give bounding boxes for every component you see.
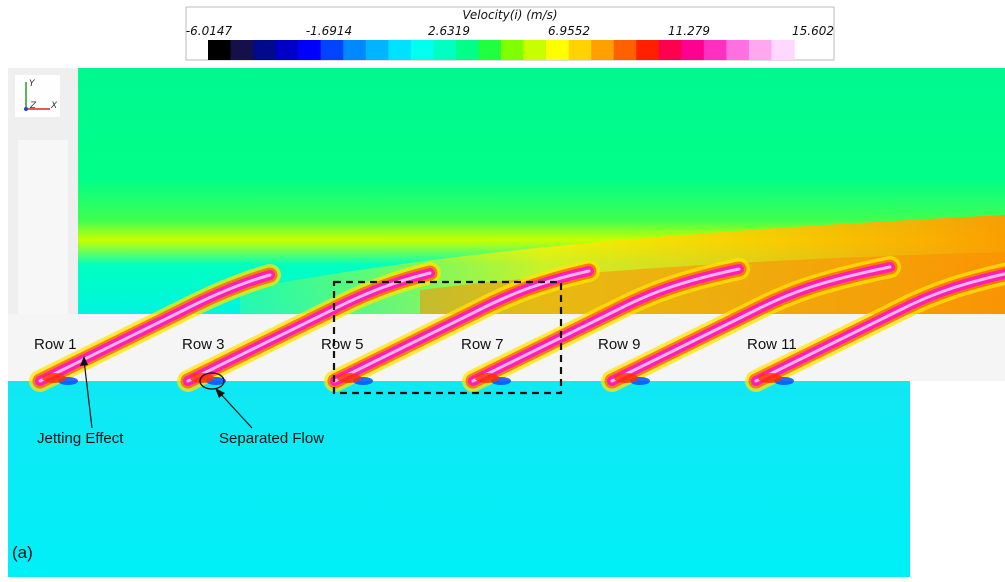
jet-highlight bbox=[333, 269, 591, 383]
film-cooling-jets bbox=[29, 256, 1005, 392]
jet-exit bbox=[758, 373, 782, 383]
separated-arrow bbox=[217, 390, 253, 429]
colorbar-swatch bbox=[320, 40, 344, 60]
row-label-7: Row 7 bbox=[461, 336, 504, 353]
jet-highlight bbox=[610, 265, 892, 383]
film-cooling-jet bbox=[601, 256, 901, 392]
jetting-arrow bbox=[83, 359, 93, 429]
colorbar-tick-label: 2.6319 bbox=[428, 24, 470, 38]
colorbar-swatch bbox=[748, 40, 773, 60]
z-axis-dot bbox=[24, 107, 28, 111]
colorbar-swatch bbox=[343, 40, 367, 60]
colorbar-swatch bbox=[478, 40, 502, 60]
jet-highlight bbox=[186, 271, 432, 383]
separation-circle bbox=[199, 372, 225, 390]
z-axis-label: Z bbox=[29, 101, 37, 111]
colorbar-swatch bbox=[546, 40, 570, 60]
colorbar-tick-label: -6.0147 bbox=[186, 24, 233, 38]
colorbar-tick-labels: -6.0147 -1.6914 2.6319 6.9552 11.279 15.602 bbox=[186, 24, 834, 38]
colorbar-swatch bbox=[365, 40, 389, 60]
colorbar-swatch bbox=[230, 40, 254, 60]
film-cooling-jet bbox=[745, 262, 1005, 392]
jet-highlight bbox=[754, 272, 1005, 383]
jet-highlight bbox=[471, 267, 741, 383]
film-cooling-jet bbox=[324, 260, 600, 392]
x-axis-label: X bbox=[50, 101, 58, 111]
colorbar-tick-label: 11.279 bbox=[668, 24, 710, 38]
separated-flow-label: Separated Flow bbox=[219, 430, 324, 447]
colorbar-title: Velocity(i) (m/s) bbox=[462, 8, 557, 22]
colorbar-swatch bbox=[410, 40, 434, 60]
jet-exit bbox=[190, 373, 214, 383]
colorbar-swatch bbox=[501, 40, 525, 60]
colorbar-swatch bbox=[681, 40, 705, 60]
right-margin bbox=[910, 381, 1005, 577]
row-label-5: Row 5 bbox=[321, 336, 364, 353]
jet-exit bbox=[337, 373, 361, 383]
jetting-effect-label: Jetting Effect bbox=[37, 430, 124, 447]
jetting-annotation: Jetting Effect bbox=[37, 356, 124, 447]
colorbar-swatch bbox=[455, 40, 480, 60]
axis-triad: Y Z X bbox=[15, 75, 60, 117]
jet-exit bbox=[42, 373, 66, 383]
colorbar-swatch bbox=[568, 40, 592, 60]
y-axis-label: Y bbox=[29, 79, 36, 89]
jet-highlight bbox=[38, 273, 272, 383]
colorbar-swatch bbox=[613, 40, 637, 60]
colorbar-swatch bbox=[703, 40, 727, 60]
row-label-3: Row 3 bbox=[182, 336, 225, 353]
film-cooling-jet bbox=[29, 264, 281, 392]
row-label-11: Row 11 bbox=[747, 336, 797, 353]
film-cooling-jet bbox=[177, 262, 441, 392]
colorbar-swatch bbox=[208, 40, 232, 60]
colorbar-tick-label: 15.602 bbox=[792, 24, 834, 38]
row-label-9: Row 9 bbox=[598, 336, 641, 353]
panel-label: (a) bbox=[12, 543, 33, 562]
colorbar-swatch bbox=[253, 40, 277, 60]
colorbar-tick-label: 6.9552 bbox=[548, 24, 590, 38]
film-cooling-jet bbox=[462, 258, 750, 392]
colorbar-swatch bbox=[275, 40, 299, 60]
colorbar-swatch bbox=[591, 40, 615, 60]
inspection-box bbox=[332, 280, 563, 395]
colorbar-swatch bbox=[636, 40, 660, 60]
axis-triad-box bbox=[15, 75, 60, 117]
colorbar-swatches bbox=[208, 40, 795, 60]
jetting-arrowhead bbox=[80, 356, 88, 366]
separated-annotation: Separated Flow bbox=[199, 372, 324, 447]
colorbar-swatch bbox=[726, 40, 750, 60]
colorbar-tick-label: -1.6914 bbox=[306, 24, 352, 38]
colorbar-swatch bbox=[298, 40, 322, 60]
bulk-flow-region bbox=[8, 381, 910, 577]
row-label-1: Row 1 bbox=[34, 336, 77, 353]
colorbar-swatch bbox=[523, 40, 547, 60]
colorbar-swatch bbox=[388, 40, 412, 60]
jet-exit bbox=[475, 373, 499, 383]
colorbar-swatch bbox=[658, 40, 682, 60]
colorbar-swatch bbox=[771, 40, 795, 60]
separated-arrowhead bbox=[215, 388, 225, 398]
velocity-colorbar: Velocity(i) (m/s) -6.0147 -1.6914 2.6319 6.… bbox=[185, 6, 835, 61]
colorbar-swatch bbox=[433, 40, 457, 60]
jet-exit bbox=[614, 373, 638, 383]
